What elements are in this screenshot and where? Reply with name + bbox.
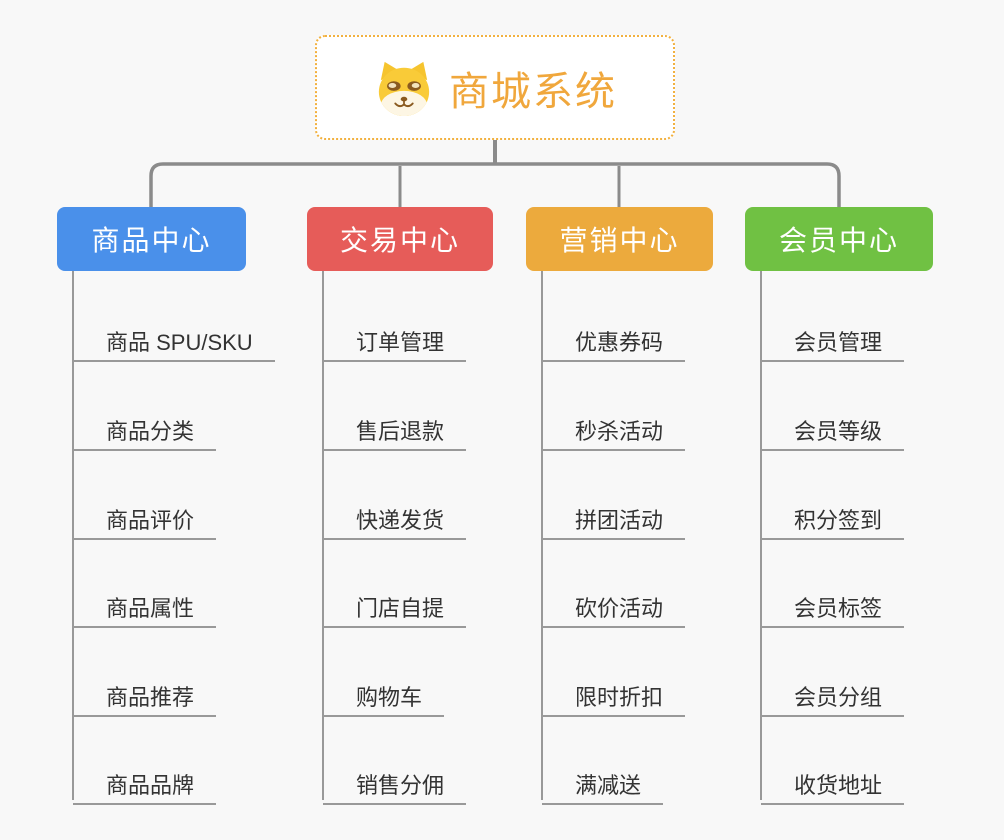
child-node-marketing-center-2[interactable]: 拼团活动 bbox=[542, 493, 686, 540]
child-node-marketing-center-4[interactable]: 限时折扣 bbox=[542, 670, 686, 717]
branch-node-marketing-center[interactable]: 营销中心 bbox=[526, 207, 713, 271]
branch-spine-line bbox=[72, 271, 74, 800]
branch-spine-line bbox=[322, 271, 324, 800]
child-node-product-center-3[interactable]: 商品属性 bbox=[73, 581, 217, 628]
child-node-product-center-2[interactable]: 商品评价 bbox=[73, 493, 217, 540]
root-node[interactable]: 商城系统 bbox=[315, 35, 675, 140]
child-node-product-center-0[interactable]: 商品 SPU/SKU bbox=[73, 315, 275, 362]
child-node-member-center-0[interactable]: 会员管理 bbox=[761, 315, 905, 362]
child-node-member-center-2[interactable]: 积分签到 bbox=[761, 493, 905, 540]
child-node-product-center-4[interactable]: 商品推荐 bbox=[73, 670, 217, 717]
child-node-member-center-3[interactable]: 会员标签 bbox=[761, 581, 905, 628]
doge-icon bbox=[378, 61, 430, 116]
child-node-product-center-5[interactable]: 商品品牌 bbox=[73, 758, 217, 805]
branch-node-product-center[interactable]: 商品中心 bbox=[57, 207, 246, 271]
branch-node-member-center[interactable]: 会员中心 bbox=[745, 207, 933, 271]
child-node-trade-center-2[interactable]: 快递发货 bbox=[323, 493, 467, 540]
child-node-trade-center-3[interactable]: 门店自提 bbox=[323, 581, 467, 628]
child-node-marketing-center-0[interactable]: 优惠券码 bbox=[542, 315, 686, 362]
child-node-trade-center-5[interactable]: 销售分佣 bbox=[323, 758, 467, 805]
child-node-product-center-1[interactable]: 商品分类 bbox=[73, 404, 217, 451]
child-node-marketing-center-1[interactable]: 秒杀活动 bbox=[542, 404, 686, 451]
child-node-marketing-center-3[interactable]: 砍价活动 bbox=[542, 581, 686, 628]
branch-spine-line bbox=[541, 271, 543, 800]
branch-node-trade-center[interactable]: 交易中心 bbox=[307, 207, 493, 271]
child-node-member-center-5[interactable]: 收货地址 bbox=[761, 758, 905, 805]
child-node-trade-center-4[interactable]: 购物车 bbox=[323, 670, 445, 717]
child-node-member-center-1[interactable]: 会员等级 bbox=[761, 404, 905, 451]
branch-spine-line bbox=[760, 271, 762, 800]
root-title-label: 商城系统 bbox=[449, 69, 617, 114]
child-node-member-center-4[interactable]: 会员分组 bbox=[761, 670, 905, 717]
child-node-trade-center-0[interactable]: 订单管理 bbox=[323, 315, 467, 362]
child-node-marketing-center-5[interactable]: 满减送 bbox=[542, 758, 664, 805]
child-node-trade-center-1[interactable]: 售后退款 bbox=[323, 404, 467, 451]
